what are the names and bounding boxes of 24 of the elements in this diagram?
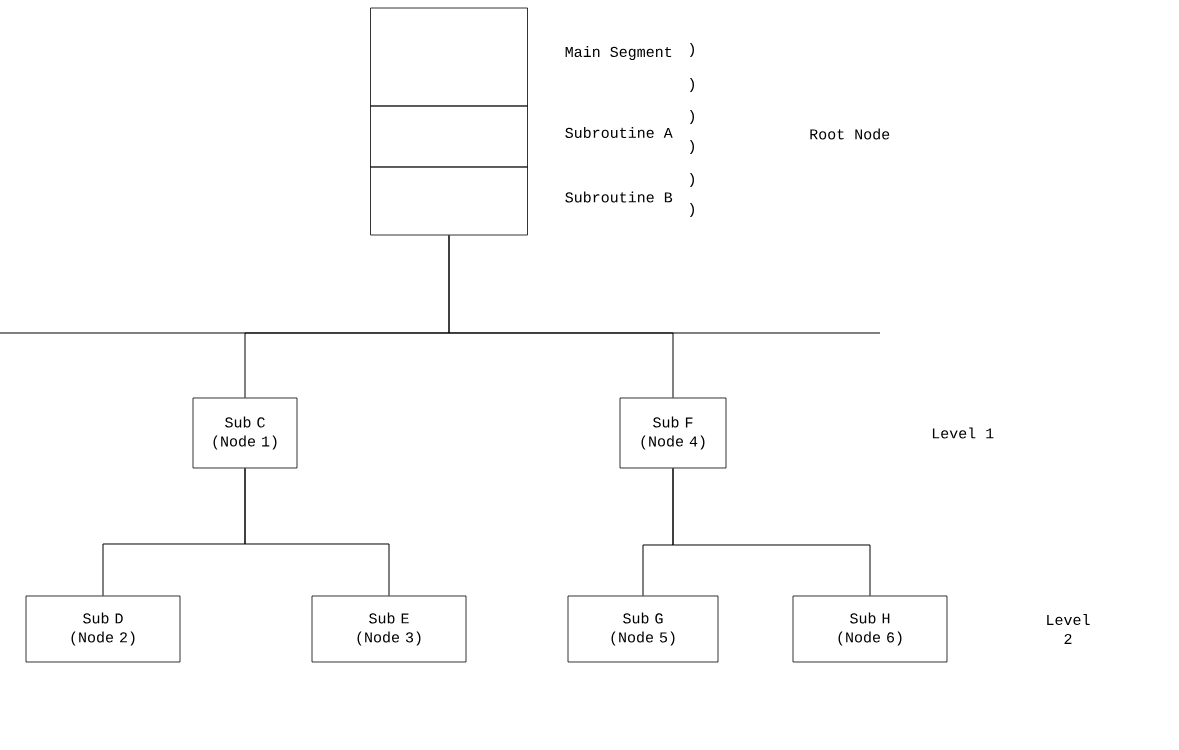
process-box: Sub G (Node 5)	[567, 595, 719, 663]
segment-box	[370, 105, 528, 168]
segment-label: Main Segment	[565, 46, 672, 60]
process-box: Sub D (Node 2)	[25, 595, 181, 663]
segment-label: Subroutine A	[565, 127, 673, 138]
connector-line	[672, 467, 871, 597]
bracket-mark: )	[689, 43, 694, 57]
bracket-mark: )	[689, 140, 694, 154]
connector-line	[244, 467, 390, 597]
process-box: Sub F (Node 4)	[619, 397, 727, 469]
root-label: Root Node	[810, 128, 890, 140]
bracket-mark: )	[689, 203, 694, 217]
bracket-mark: )	[689, 78, 694, 92]
level-label: Level 2	[1047, 614, 1090, 644]
segment-box	[370, 7, 528, 107]
process-box: Sub C (Node 1)	[192, 397, 298, 469]
level-label: Level 1	[932, 427, 994, 439]
segment-box	[370, 166, 528, 236]
bracket-mark: )	[689, 173, 694, 187]
process-box: Sub H (Node 6)	[792, 595, 948, 663]
connector-line	[448, 234, 674, 399]
bracket-mark: )	[689, 110, 694, 124]
segment-label: Subroutine B	[565, 191, 673, 203]
process-box: Sub E (Node 3)	[311, 595, 467, 663]
